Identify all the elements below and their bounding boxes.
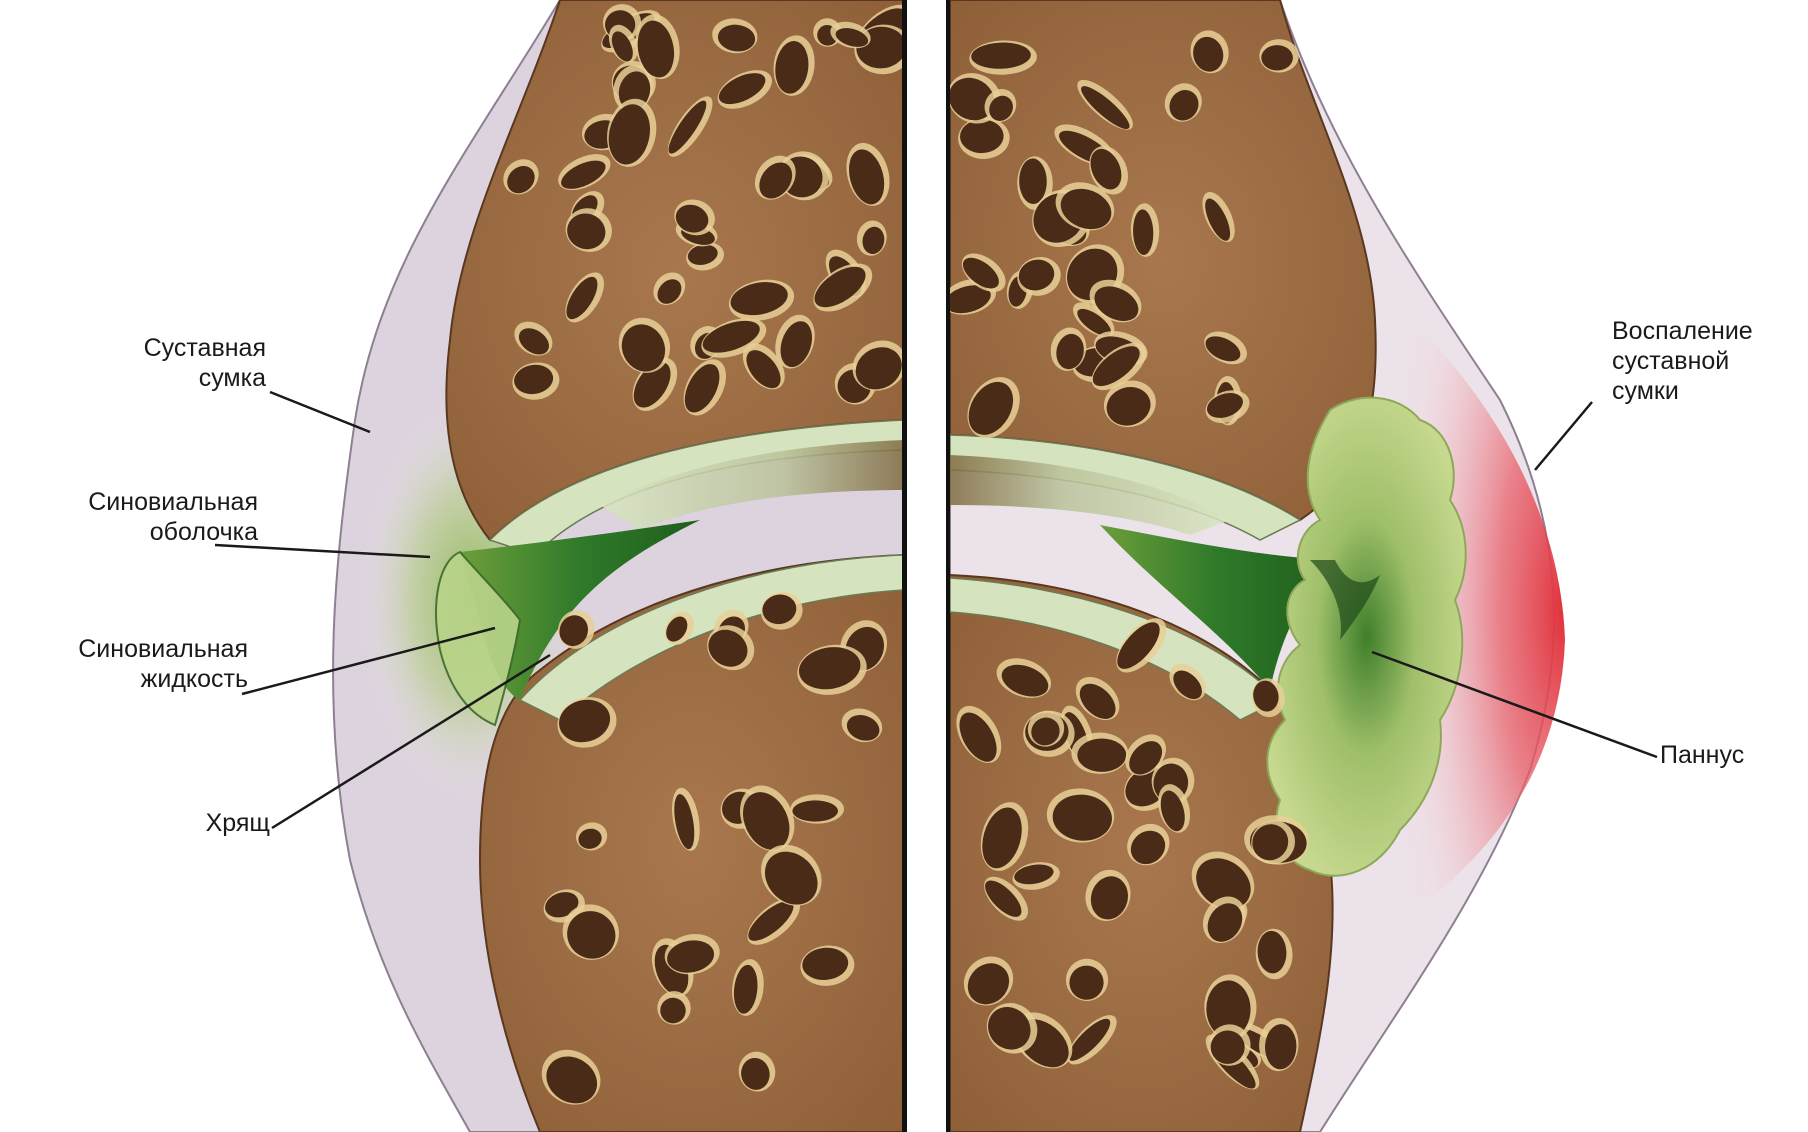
divider-left xyxy=(902,0,907,1132)
label-joint-capsule-line-2: сумка xyxy=(144,363,266,393)
label-pannus-line-1: Паннус xyxy=(1660,740,1744,770)
label-capsule-inflammation: Воспаление суставной сумки xyxy=(1612,316,1753,406)
label-synovial-membrane-line-2: оболочка xyxy=(88,517,258,547)
arthritic-joint xyxy=(938,0,1565,1132)
bone-pore xyxy=(792,800,838,821)
label-cartilage: Хрящ xyxy=(206,808,270,838)
label-joint-capsule-line-1: Суставная xyxy=(144,333,266,363)
healthy-joint xyxy=(333,0,925,1132)
label-pannus: Паннус xyxy=(1660,740,1744,770)
bone-pore xyxy=(1077,739,1126,772)
pointer-inflammation xyxy=(1535,402,1592,470)
label-synovial-membrane-line-1: Синовиальная xyxy=(88,487,258,517)
label-capsule-inflammation-line-2: суставной xyxy=(1612,346,1753,376)
bone-pore xyxy=(1261,45,1293,70)
label-joint-capsule: Суставная сумка xyxy=(144,333,266,393)
pointer-capsule xyxy=(270,392,370,432)
label-synovial-fluid-line-2: жидкость xyxy=(78,664,248,694)
label-capsule-inflammation-line-3: сумки xyxy=(1612,376,1753,406)
label-synovial-fluid-line-1: Синовиальная xyxy=(78,634,248,664)
label-synovial-fluid: Синовиальная жидкость xyxy=(78,634,248,694)
label-synovial-membrane: Синовиальная оболочка xyxy=(88,487,258,547)
label-capsule-inflammation-line-1: Воспаление xyxy=(1612,316,1753,346)
label-cartilage-line-1: Хрящ xyxy=(206,808,270,838)
